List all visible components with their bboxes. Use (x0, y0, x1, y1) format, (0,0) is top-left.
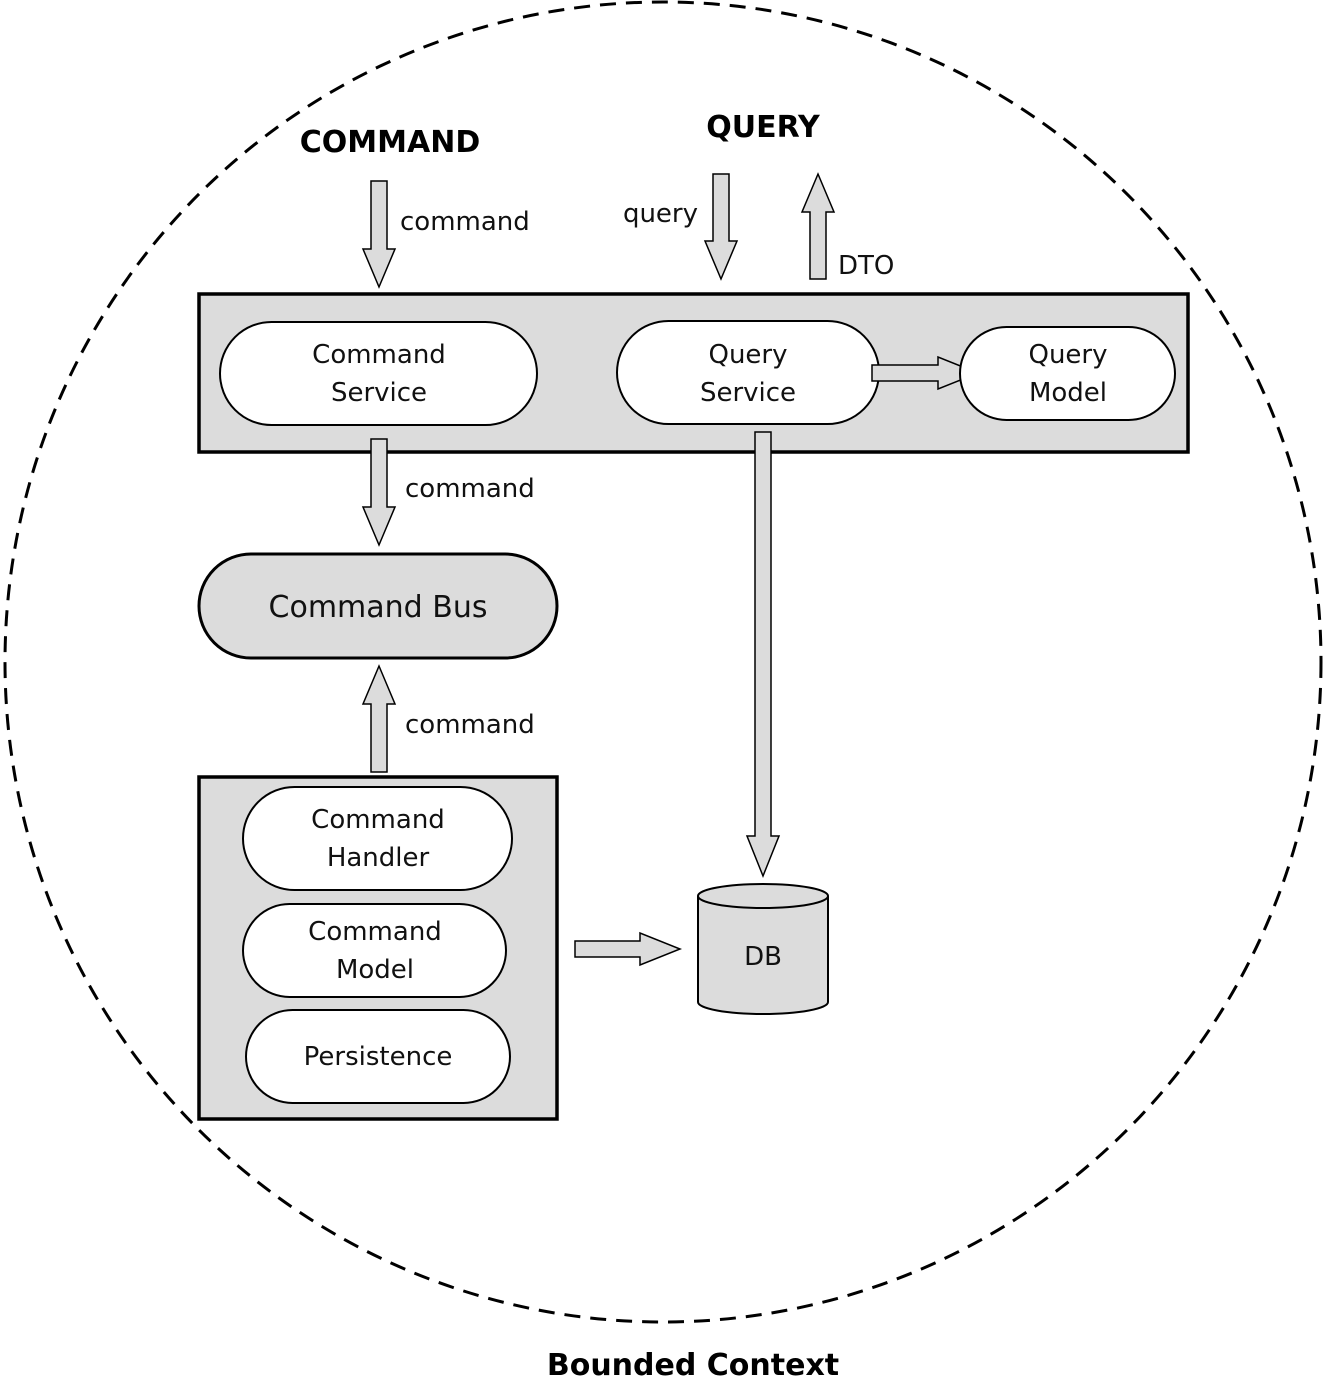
db-cylinder-body (697, 896, 829, 1015)
persistence-to-db-arrow (574, 931, 683, 967)
query-model-node (959, 326, 1176, 421)
command-heading: COMMAND (300, 125, 480, 160)
command-service-label-line2: Service (331, 378, 427, 408)
query-in-arrow (703, 173, 739, 281)
command-model-node (242, 903, 507, 998)
service-to-model-arrow (871, 355, 981, 391)
query-heading: QUERY (706, 110, 821, 145)
command-handler-node (242, 786, 513, 891)
command-service-node (219, 321, 538, 426)
query-in-label: query (623, 199, 698, 229)
command-in-arrow (361, 180, 397, 289)
persistence-label: Persistence (304, 1042, 453, 1072)
command-service-label-line1: Command (312, 340, 446, 370)
persistence-node (245, 1009, 511, 1104)
db-label: DB (744, 942, 782, 972)
db-cylinder-top (697, 883, 829, 909)
command-bus-label: Command Bus (269, 590, 488, 625)
command-bus-node (197, 552, 559, 660)
bounded-context-boundary (3, 0, 1323, 1324)
query-service-node (616, 320, 880, 425)
query-model-label-line1: Query (1028, 340, 1107, 370)
query-service-label-line1: Query (708, 340, 787, 370)
bounded-context-label: Bounded Context (547, 1348, 839, 1383)
handler-to-bus-label: command (405, 710, 535, 740)
command-model-label-line2: Model (336, 955, 414, 985)
db-node (697, 883, 829, 1015)
handler-to-bus-arrow (361, 664, 397, 773)
query-model-label-line2: Model (1029, 378, 1107, 408)
service-to-bus-arrow (361, 438, 397, 547)
command-handler-label-line1: Command (311, 805, 445, 835)
dto-out-arrow (800, 172, 836, 280)
command-in-label: command (400, 207, 530, 237)
command-model-label-line1: Command (308, 917, 442, 947)
command-handler-label-line2: Handler (327, 843, 430, 873)
query-service-label-line2: Service (700, 378, 796, 408)
query-service-to-db-arrow (745, 431, 781, 879)
dto-out-label: DTO (838, 251, 894, 281)
service-to-bus-label: command (405, 474, 535, 504)
